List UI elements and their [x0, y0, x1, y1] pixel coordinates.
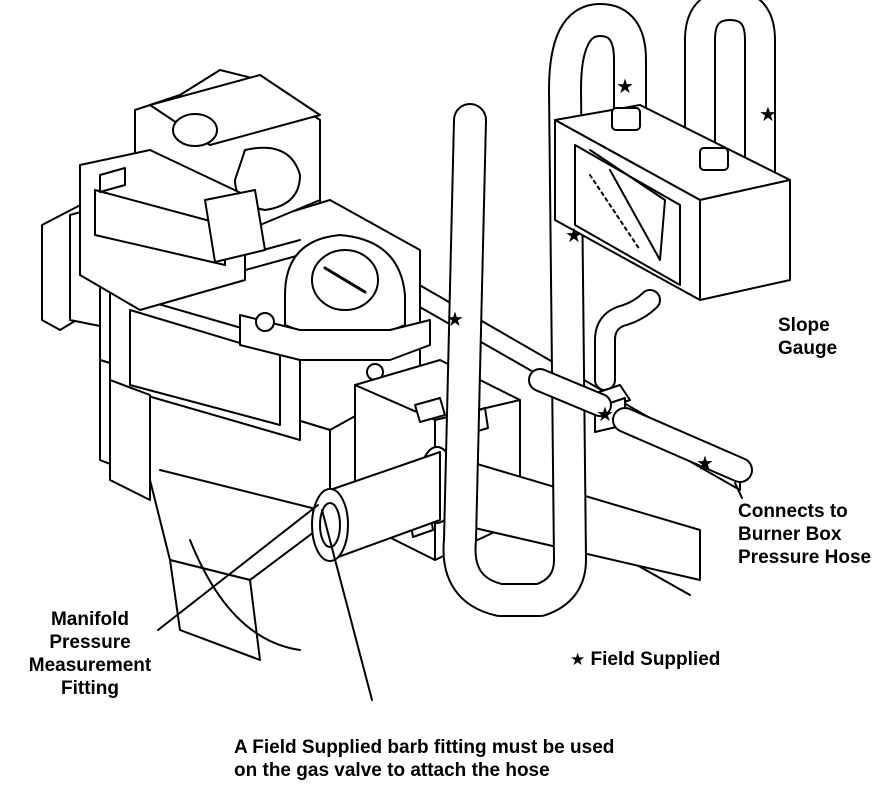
caption-line: A Field Supplied barb fitting must be us… — [234, 737, 615, 758]
tee-fitting — [528, 289, 753, 483]
field-supplied-legend: ★ Field Supplied — [570, 648, 720, 671]
field-supplied-stars: ★ ★ ★ ★ ★ ★ — [446, 74, 777, 475]
label-line: Manifold — [50, 609, 130, 630]
label-line: Fitting — [60, 678, 120, 699]
control-module — [79, 69, 321, 311]
regulator-dome — [239, 234, 431, 381]
label-line: Pressure Hose — [738, 547, 872, 568]
slope-gauge-box — [554, 104, 791, 301]
connects-to-label: Connects to Burner Box Pressure Hose — [738, 500, 871, 569]
leader-line-manifold — [157, 504, 319, 631]
legend-text: Field Supplied — [590, 649, 721, 670]
star-marker: ★ — [596, 402, 614, 426]
label-line: Pressure — [49, 632, 131, 653]
leader-lines — [157, 482, 743, 701]
leader-line-connects — [734, 482, 743, 499]
slope-gauge-label: Slope Gauge — [778, 314, 837, 360]
star-marker: ★ — [446, 307, 464, 331]
star-marker: ★ — [759, 102, 777, 126]
legend-star-icon: ★ — [570, 650, 586, 669]
caption-line: on the gas valve to attach the hose — [234, 760, 550, 781]
label-line: Measurement — [28, 655, 152, 676]
manifold-fitting-label: Manifold Pressure Measurement Fitting — [4, 608, 176, 700]
star-marker: ★ — [565, 223, 583, 247]
barb-fitting-caption: A Field Supplied barb fitting must be us… — [234, 736, 614, 782]
pressure-hose — [442, 0, 776, 617]
leader-line-caption — [321, 509, 373, 701]
label-line: Connects to — [738, 501, 848, 522]
label-line: Slope — [778, 315, 830, 336]
star-marker: ★ — [616, 74, 634, 98]
label-line: Burner Box — [738, 524, 842, 545]
star-marker: ★ — [696, 451, 714, 475]
label-line: Gauge — [778, 338, 838, 359]
